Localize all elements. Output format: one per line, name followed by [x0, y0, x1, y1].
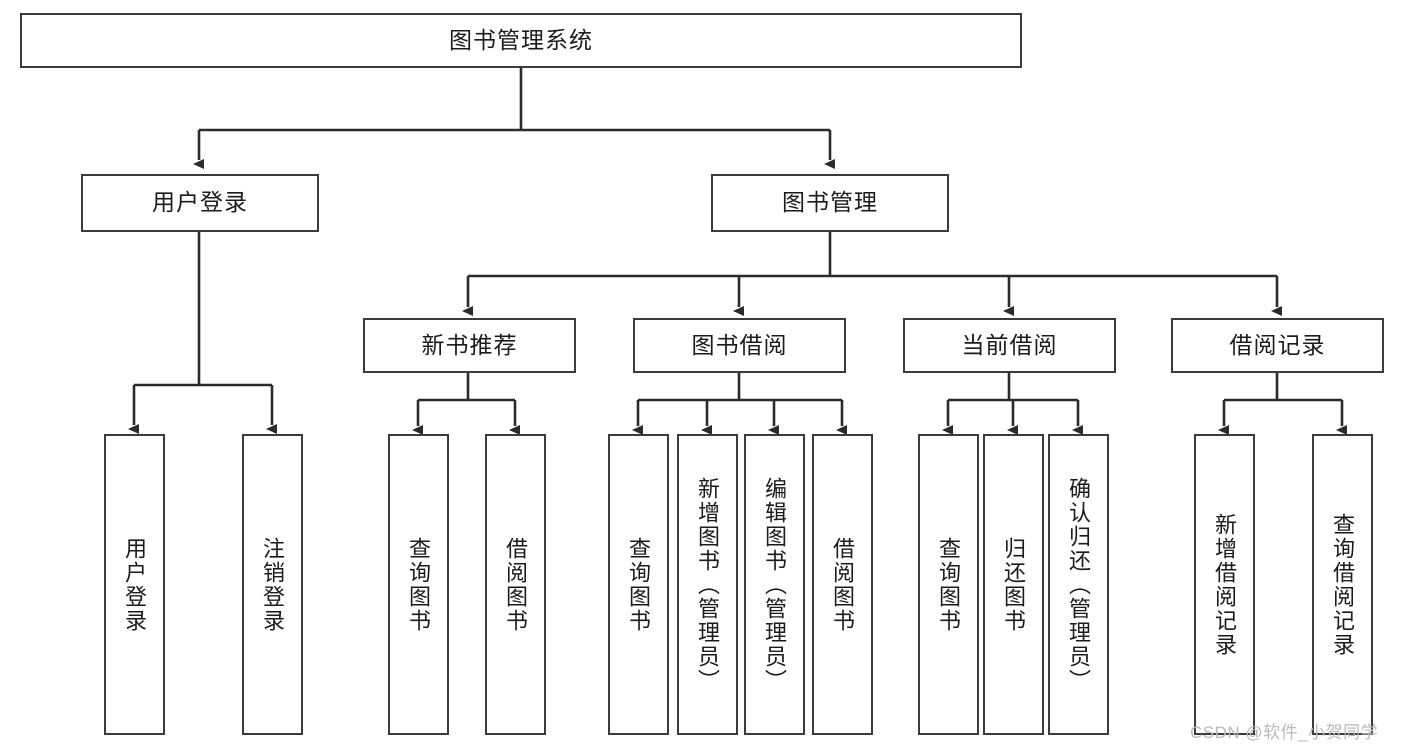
node-user-login[interactable]: 用户登录	[81, 174, 319, 232]
leaf-borrow-book-2[interactable]: 借阅图书	[812, 434, 873, 735]
watermark: CSDN @软件_小贺同学	[1190, 723, 1379, 742]
leaf-query-book-2-label: 查询图书	[626, 536, 652, 633]
node-new-book-recommend[interactable]: 新书推荐	[363, 318, 576, 373]
leaf-confirm-return[interactable]: 确认归还（管理员）	[1048, 434, 1109, 735]
leaf-add-book-label: 新增图书（管理员）	[695, 476, 721, 693]
leaf-logout-login-label: 注销登录	[260, 536, 286, 633]
node-user-login-label: 用户登录	[152, 189, 248, 216]
leaf-borrow-book-2-label: 借阅图书	[830, 536, 856, 633]
leaf-add-book[interactable]: 新增图书（管理员）	[677, 434, 738, 735]
node-borrow-record[interactable]: 借阅记录	[1171, 318, 1384, 373]
node-book-borrow[interactable]: 图书借阅	[633, 318, 846, 373]
node-book-borrow-label: 图书借阅	[691, 331, 788, 358]
leaf-borrow-book-1-label: 借阅图书	[503, 536, 529, 633]
leaf-confirm-return-label: 确认归还（管理员）	[1066, 476, 1092, 693]
node-root-label: 图书管理系统	[449, 26, 593, 53]
leaf-user-login-label: 用户登录	[122, 536, 148, 633]
node-book-management-label: 图书管理	[782, 189, 878, 216]
leaf-add-record[interactable]: 新增借阅记录	[1194, 434, 1255, 735]
leaf-edit-book[interactable]: 编辑图书（管理员）	[744, 434, 805, 735]
leaf-user-login[interactable]: 用户登录	[104, 434, 165, 735]
leaf-return-book-label: 归还图书	[1001, 536, 1027, 633]
leaf-return-book[interactable]: 归还图书	[983, 434, 1044, 735]
leaf-query-book-1-label: 查询图书	[406, 536, 432, 633]
node-borrow-record-label: 借阅记录	[1229, 331, 1326, 358]
leaf-query-book-2[interactable]: 查询图书	[608, 434, 669, 735]
leaf-query-book-3-label: 查询图书	[936, 536, 962, 633]
node-book-management[interactable]: 图书管理	[711, 174, 949, 232]
leaf-query-book-1[interactable]: 查询图书	[388, 434, 449, 735]
leaf-query-book-3[interactable]: 查询图书	[918, 434, 979, 735]
node-current-borrow-label: 当前借阅	[961, 331, 1058, 358]
leaf-borrow-book-1[interactable]: 借阅图书	[485, 434, 546, 735]
leaf-query-record[interactable]: 查询借阅记录	[1312, 434, 1373, 735]
node-current-borrow[interactable]: 当前借阅	[903, 318, 1116, 373]
leaf-logout-login[interactable]: 注销登录	[242, 434, 303, 735]
leaf-edit-book-label: 编辑图书（管理员）	[762, 476, 788, 693]
leaf-add-record-label: 新增借阅记录	[1212, 512, 1238, 657]
node-new-book-recommend-label: 新书推荐	[421, 331, 518, 358]
leaf-query-record-label: 查询借阅记录	[1330, 512, 1356, 657]
node-root[interactable]: 图书管理系统	[20, 13, 1022, 68]
